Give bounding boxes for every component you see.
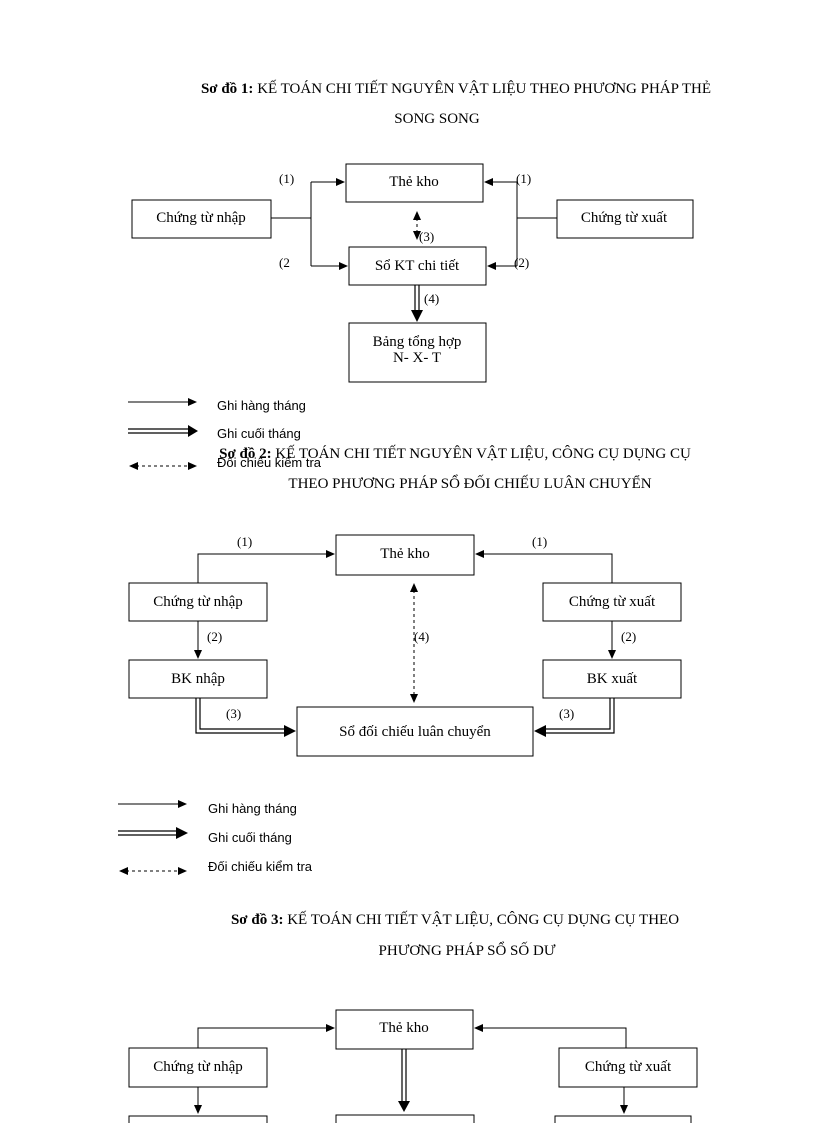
legend-2-endmonth-line	[118, 830, 178, 836]
box-chung-tu-xuat-3	[558, 1047, 698, 1088]
box-chung-tu-nhap-label: Chứng từ nhập	[156, 210, 246, 226]
box-the-kho-label: Thẻ kho	[389, 174, 439, 190]
legend-1-monthly-text: Ghi hàng tháng	[217, 398, 306, 413]
label2-4: (4)	[414, 629, 429, 644]
diagram-1: Sơ đồ 1: KẾ TOÁN CHI TIẾT NGUYÊN VẬT LIỆ…	[128, 80, 711, 470]
box-bk-nhap-label: BK nhập	[171, 671, 225, 687]
label2-3a: (3)	[226, 706, 241, 721]
diagram-3-title: Sơ đồ 3: KẾ TOÁN CHI TIẾT VẬT LIỆU, CÔNG…	[231, 911, 679, 928]
box-the-kho-2	[335, 534, 475, 576]
box-chung-tu-xuat-label: Chứng từ xuất	[581, 210, 668, 226]
double-arrow-the-kho-down-head	[398, 1101, 410, 1112]
arrow-xuat-to-the-kho-2	[475, 550, 613, 583]
arrow-nhap-to-the-kho-2	[197, 550, 335, 583]
box-partial-left-3	[128, 1115, 268, 1123]
box-chung-tu-nhap-3-label: Chứng từ nhập	[153, 1059, 243, 1075]
label2-1b: (1)	[532, 534, 547, 549]
box-the-kho-2-label: Thẻ kho	[380, 546, 430, 562]
box-so-doi-chieu-label: Sổ đối chiếu luân chuyển	[339, 724, 491, 740]
box-chung-tu-nhap-2-label: Chứng từ nhập	[153, 594, 243, 610]
label-4: (4)	[424, 291, 439, 306]
diagram-2-title-line2: THEO PHƯƠNG PHÁP SỔ ĐỐI CHIẾU LUÂN CHUYỂ…	[288, 474, 651, 492]
label-2b: (2)	[514, 255, 529, 270]
label-2a: (2	[279, 255, 290, 270]
box-so-doi-chieu	[296, 706, 534, 757]
label2-3b: (3)	[559, 706, 574, 721]
label2-1a: (1)	[237, 534, 252, 549]
box-bang-tong-hop	[348, 322, 487, 383]
box-the-kho-3	[335, 1009, 474, 1050]
legend-2-endmonth-text: Ghi cuối tháng	[208, 830, 292, 845]
legend-1-endmonth-head	[188, 425, 198, 437]
box-chung-tu-xuat-2-label: Chứng từ xuất	[569, 594, 656, 610]
box-chung-tu-nhap	[131, 199, 272, 239]
diagram-2-title: Sơ đồ 2: KẾ TOÁN CHI TIẾT NGUYÊN VẬT LIỆ…	[219, 445, 691, 462]
box-bang-tong-hop-label-1: Bảng tổng hợp	[373, 334, 462, 350]
diagram-1-title-line2: SONG SONG	[394, 111, 480, 127]
box-bk-xuat	[542, 659, 682, 699]
double-arrow-bk-nhap-shaft	[195, 698, 285, 734]
label-1a: (1)	[279, 171, 294, 186]
box-bang-tong-hop-label-2: N- X- T	[393, 350, 441, 366]
legend-2-endmonth-head	[176, 827, 188, 839]
box-so-kt-chi-tiet	[348, 246, 487, 286]
legend-1-endmonth-text: Ghi cuối tháng	[217, 426, 301, 441]
double-arrow-bk-xuat-shaft	[546, 698, 615, 734]
double-arrow-shaft	[414, 285, 420, 312]
arrow-xuat-to-the-kho-3	[474, 1024, 627, 1048]
double-arrow-bk-nhap-head	[284, 725, 296, 737]
label-3: (3)	[419, 229, 434, 244]
box-bk-xuat-label: BK xuất	[587, 671, 638, 687]
double-arrow-head	[411, 310, 423, 322]
box-chung-tu-xuat-3-label: Chứng từ xuất	[585, 1059, 672, 1075]
box-partial-right-3	[554, 1115, 692, 1123]
diagram-3: Sơ đồ 3: KẾ TOÁN CHI TIẾT VẬT LIỆU, CÔNG…	[128, 911, 698, 1123]
box-partial-middle-3	[335, 1114, 475, 1123]
box-the-kho	[345, 163, 484, 203]
legend-1-endmonth-line	[128, 428, 190, 434]
double-arrow-the-kho-down-shaft	[401, 1049, 407, 1102]
diagram-3-title-line2: PHƯƠNG PHÁP SỔ SỐ DƯ	[379, 941, 556, 959]
legend-2-reconcile-text: Đối chiếu kiểm tra	[208, 859, 313, 874]
double-arrow-bk-xuat-head	[534, 725, 546, 737]
label-1b: (1)	[516, 171, 531, 186]
label2-2a: (2)	[207, 629, 222, 644]
box-bk-nhap	[128, 659, 268, 699]
diagram-1-title: Sơ đồ 1: KẾ TOÁN CHI TIẾT NGUYÊN VẬT LIỆ…	[201, 80, 711, 97]
diagram-2: Sơ đồ 2: KẾ TOÁN CHI TIẾT NGUYÊN VẬT LIỆ…	[118, 445, 691, 875]
legend-2-monthly-text: Ghi hàng tháng	[208, 801, 297, 816]
legend-1-reconcile-text: Đối chiếu kiểm tra	[217, 455, 322, 470]
box-so-kt-chi-tiet-label: Sổ KT chi tiết	[375, 258, 460, 274]
box-the-kho-3-label: Thẻ kho	[379, 1020, 429, 1036]
label2-2b: (2)	[621, 629, 636, 644]
box-chung-tu-xuat	[556, 199, 694, 239]
arrow-nhap-to-the-kho-3	[197, 1024, 335, 1048]
